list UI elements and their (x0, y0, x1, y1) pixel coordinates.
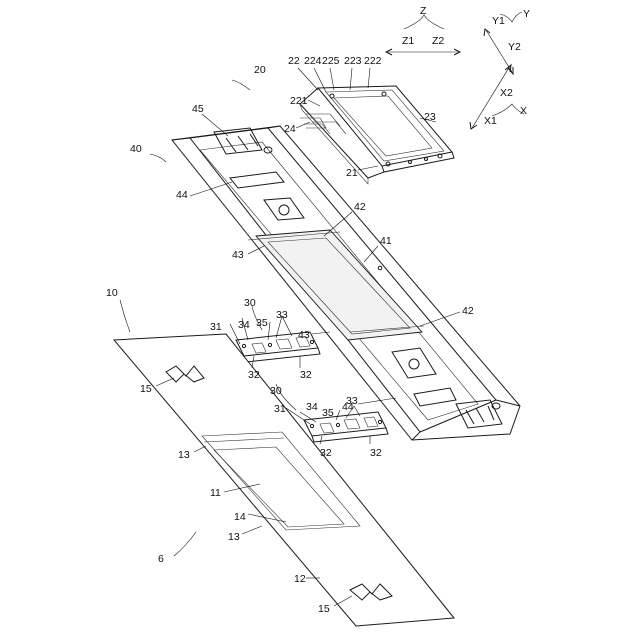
y-axis-indicator: Y Y1 Y2 (484, 8, 530, 74)
label-33-upper: 33 (276, 309, 288, 321)
label-34-lower: 34 (306, 401, 318, 413)
label-32-upper-left: 32 (248, 369, 260, 381)
axis-y2-label: Y2 (508, 41, 521, 53)
label-41: 41 (380, 235, 392, 247)
x-axis-indicator: X X1 X2 (470, 65, 527, 129)
label-44-upper: 44 (176, 189, 188, 201)
label-42-lower: 42 (462, 305, 474, 317)
axis-x-label: X (520, 105, 527, 117)
label-223: 223 (344, 55, 362, 67)
display-module (300, 86, 454, 184)
label-32-lower-left: 32 (320, 447, 332, 459)
label-221: 221 (290, 95, 308, 107)
label-30-upper: 30 (244, 297, 256, 309)
label-35-upper: 35 (256, 317, 268, 329)
label-24: 24 (284, 123, 296, 135)
label-22: 22 (288, 55, 300, 67)
axis-z1-label: Z1 (402, 35, 414, 47)
axis-y-label: Y (523, 8, 530, 20)
label-32-lower-right: 32 (370, 447, 382, 459)
label-14: 14 (234, 511, 246, 523)
label-43-upper: 43 (232, 249, 244, 261)
label-23: 23 (424, 111, 436, 123)
label-35-lower: 35 (322, 407, 334, 419)
label-42-upper: 42 (354, 201, 366, 213)
label-222: 222 (364, 55, 382, 67)
label-6: 6 (158, 553, 164, 565)
axis-z-label: Z (420, 5, 427, 17)
label-30-lower: 30 (270, 385, 282, 397)
label-12: 12 (294, 573, 306, 585)
label-21: 21 (346, 167, 358, 179)
label-40: 40 (130, 143, 142, 155)
axis-z2-label: Z2 (432, 35, 444, 47)
axis-x1-label: X1 (484, 115, 497, 127)
label-33-lower: 33 (346, 395, 358, 407)
label-32-upper-right: 32 (300, 369, 312, 381)
label-15-upper: 15 (140, 383, 152, 395)
axis-x2-label: X2 (500, 87, 513, 99)
axis-y1-label: Y1 (492, 15, 505, 27)
label-31-lower: 31 (274, 403, 286, 415)
label-13-lower: 13 (228, 531, 240, 543)
label-43-lower: 43 (298, 329, 310, 341)
label-31-upper: 31 (210, 321, 222, 333)
label-13-upper: 13 (178, 449, 190, 461)
label-225: 225 (322, 55, 340, 67)
z-axis-indicator: Z Z1 Z2 (386, 5, 460, 55)
label-11: 11 (210, 487, 221, 499)
label-34-upper: 34 (238, 319, 250, 331)
label-10: 10 (106, 287, 118, 299)
label-20: 20 (254, 64, 266, 76)
label-15-lower: 15 (318, 603, 330, 615)
bracket-lower (304, 412, 388, 442)
label-45: 45 (192, 103, 204, 115)
label-224: 224 (304, 55, 322, 67)
